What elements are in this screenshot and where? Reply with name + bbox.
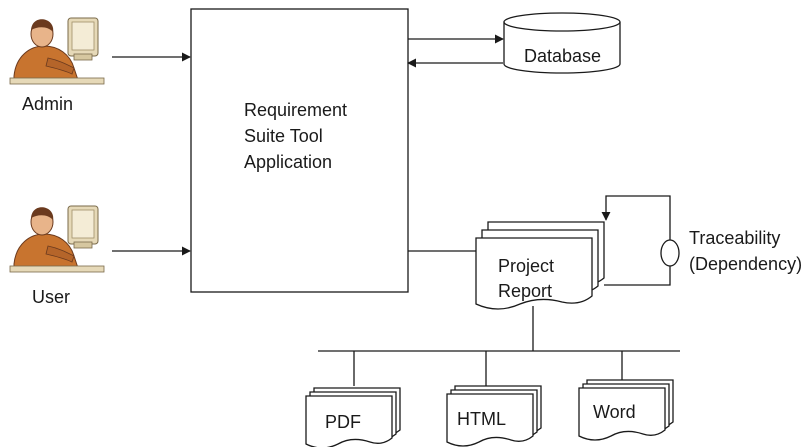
traceability-label-line1: Traceability xyxy=(689,228,780,248)
word-doc: Word xyxy=(578,379,674,441)
user-label: User xyxy=(32,287,70,307)
traceability-loop: Traceability (Dependency) xyxy=(601,195,802,286)
report-label-line2: Report xyxy=(498,281,552,301)
database-cylinder: Database xyxy=(503,12,621,74)
traceability-label-line2: (Dependency) xyxy=(689,254,802,274)
word-label: Word xyxy=(593,402,636,422)
pdf-label: PDF xyxy=(325,412,361,432)
admin-person-icon xyxy=(9,17,105,85)
traceability-node-icon xyxy=(660,239,680,267)
project-report-doc: Project Report xyxy=(475,221,605,310)
database-label: Database xyxy=(524,46,601,66)
user-actor: User xyxy=(9,205,105,307)
loop-top-arrow xyxy=(601,195,671,240)
html-label: HTML xyxy=(457,409,506,429)
pdf-doc: PDF xyxy=(305,387,401,447)
admin-actor: Admin xyxy=(9,17,105,114)
application-box: Requirement Suite Tool Application xyxy=(190,8,409,293)
app-label-line3: Application xyxy=(244,152,332,172)
user-person-icon xyxy=(9,205,105,273)
app-label-line1: Requirement xyxy=(244,100,347,120)
app-label-line2: Suite Tool xyxy=(244,126,323,146)
loop-bottom-line xyxy=(604,266,671,286)
admin-label: Admin xyxy=(22,94,73,114)
report-label-line1: Project xyxy=(498,256,554,276)
html-doc: HTML xyxy=(446,385,542,447)
